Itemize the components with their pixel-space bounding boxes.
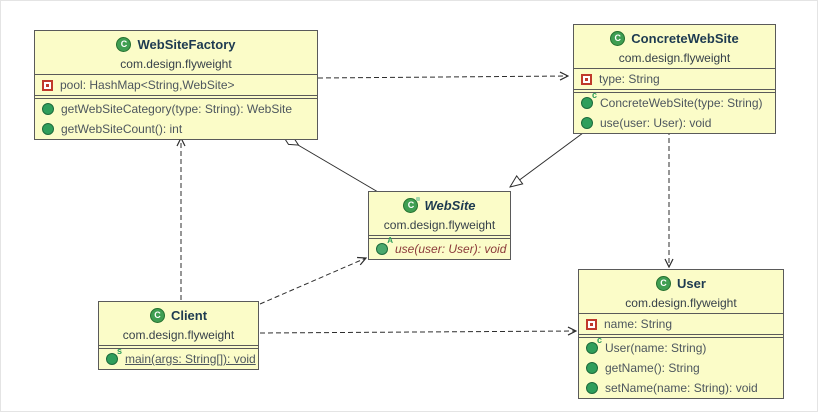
method-getwebsitecount[interactable]: getWebSiteCount(): int xyxy=(35,119,317,139)
class-icon xyxy=(149,307,165,323)
constructor-method-icon xyxy=(586,335,602,354)
section-divider xyxy=(579,334,783,338)
class-icon xyxy=(610,30,626,46)
class-title: WebSite xyxy=(369,192,510,216)
section-divider xyxy=(99,345,258,349)
class-name: Client xyxy=(170,307,208,323)
package-label: com.design.flyweight xyxy=(120,57,232,71)
section-divider xyxy=(579,313,783,314)
edge-websitefactory-concretewebsite-dependency[interactable] xyxy=(317,76,568,78)
class-title: ConcreteWebSite xyxy=(574,25,775,49)
method-icon xyxy=(42,103,54,115)
section-divider xyxy=(35,74,317,75)
method-icon xyxy=(586,382,598,394)
method-icon xyxy=(586,362,598,374)
method-getwebsitecategory[interactable]: getWebSiteCategory(type: String): WebSit… xyxy=(35,99,317,119)
constructor-concretewebsite[interactable]: ConcreteWebSite(type: String) xyxy=(574,90,775,113)
section-divider xyxy=(574,68,775,69)
edge-websitefactory-website-aggregation[interactable] xyxy=(297,144,379,193)
class-title: User xyxy=(579,270,783,294)
field-icon xyxy=(42,79,53,91)
field-type[interactable]: type: String xyxy=(574,69,775,89)
class-node-concretewebsite[interactable]: ConcreteWebSite com.design.flyweight typ… xyxy=(573,24,776,134)
field-icon xyxy=(581,73,592,85)
abstract-method-icon xyxy=(376,236,393,255)
class-node-website[interactable]: WebSite com.design.flyweight use(user: U… xyxy=(368,191,511,260)
class-node-user[interactable]: User com.design.flyweight name: String U… xyxy=(578,269,784,399)
package-label: com.design.flyweight xyxy=(625,296,737,310)
edge-client-user-dependency[interactable] xyxy=(259,331,576,333)
class-title: WebSiteFactory xyxy=(35,31,317,55)
class-node-client[interactable]: Client com.design.flyweight main(args: S… xyxy=(98,301,259,370)
method-icon xyxy=(581,117,593,129)
class-name: WebSite xyxy=(424,197,476,213)
method-icon xyxy=(42,123,54,135)
edge-concretewebsite-website-generalization[interactable] xyxy=(510,129,588,187)
section-divider xyxy=(369,235,510,239)
edge-client-website-dependency[interactable] xyxy=(259,258,366,305)
constructor-method-icon xyxy=(581,90,597,109)
class-name: User xyxy=(677,275,706,291)
class-icon xyxy=(656,275,672,291)
constructor-user[interactable]: User(name: String) xyxy=(579,335,783,358)
class-name: WebSiteFactory xyxy=(137,36,236,52)
class-icon xyxy=(116,36,132,52)
class-node-websitefactory[interactable]: WebSiteFactory com.design.flyweight pool… xyxy=(34,30,318,140)
section-divider xyxy=(574,89,775,93)
class-title: Client xyxy=(99,302,258,326)
static-method-main[interactable]: main(args: String[]): void xyxy=(99,346,258,369)
field-icon xyxy=(586,318,597,330)
abstract-class-icon xyxy=(403,196,421,213)
static-method-icon xyxy=(106,346,122,365)
abstract-method-use[interactable]: use(user: User): void xyxy=(369,236,510,259)
method-getname[interactable]: getName(): String xyxy=(579,358,783,378)
section-divider xyxy=(35,95,317,99)
method-use[interactable]: use(user: User): void xyxy=(574,113,775,133)
class-name: ConcreteWebSite xyxy=(631,30,739,46)
field-pool[interactable]: pool: HashMap<String,WebSite> xyxy=(35,75,317,95)
field-name[interactable]: name: String xyxy=(579,314,783,334)
method-setname[interactable]: setName(name: String): void xyxy=(579,378,783,398)
package-label: com.design.flyweight xyxy=(383,218,496,232)
package-label: com.design.flyweight xyxy=(122,328,235,342)
package-label: com.design.flyweight xyxy=(618,51,731,65)
